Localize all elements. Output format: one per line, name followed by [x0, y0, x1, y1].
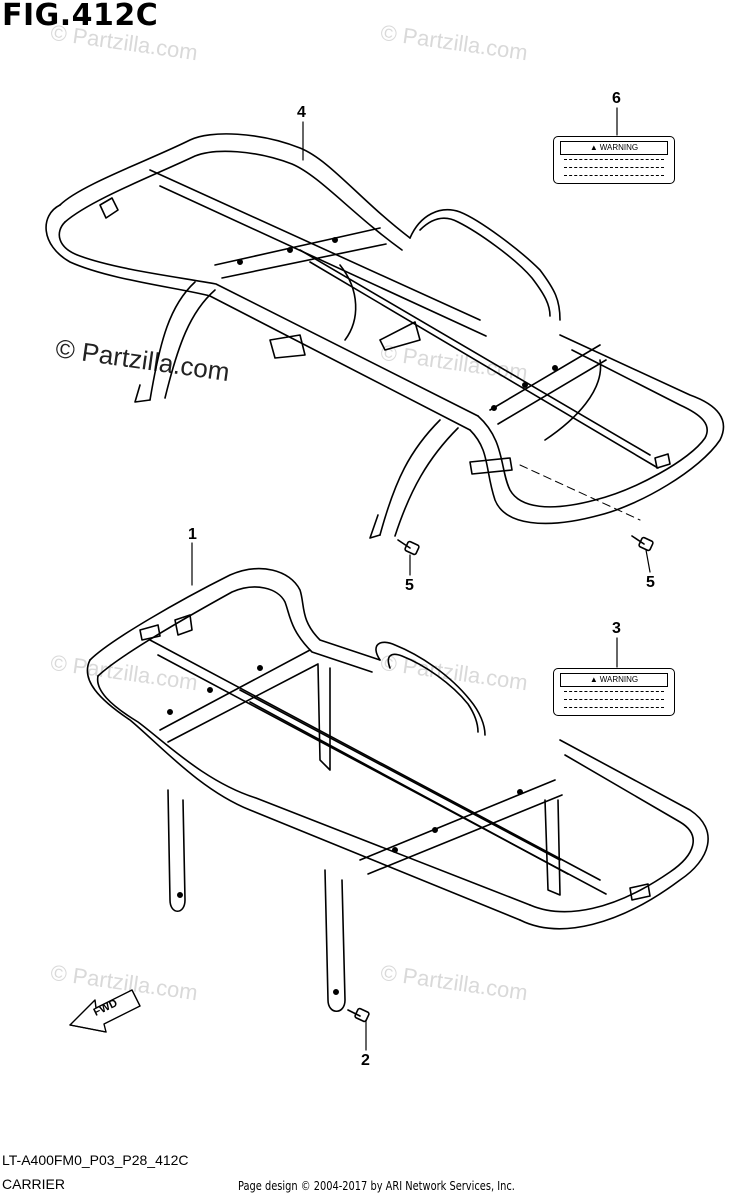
leader-lines	[191, 107, 651, 1051]
callout-3[interactable]: 3	[612, 620, 621, 637]
callout-5-left[interactable]: 5	[405, 577, 414, 594]
fwd-arrow-icon	[69, 989, 141, 1033]
callout-1[interactable]: 1	[188, 526, 197, 543]
carrier-rack-upper	[45, 133, 725, 539]
bolt-2	[347, 1007, 370, 1023]
callout-5-right[interactable]: 5	[646, 574, 655, 591]
warning-label-text: WARNING	[599, 675, 639, 684]
warning-label-6: ▲WARNING	[553, 136, 675, 184]
copyright-notice: Page design © 2004-2017 by ARI Network S…	[238, 1179, 515, 1193]
callout-4[interactable]: 4	[297, 104, 306, 121]
figure-title: FIG.412C	[2, 0, 159, 33]
warning-label-text: WARNING	[599, 143, 639, 152]
callout-2[interactable]: 2	[361, 1052, 370, 1069]
callout-6[interactable]: 6	[612, 90, 621, 107]
warning-triangle-icon: ▲	[589, 675, 598, 684]
carrier-rack-lower	[86, 567, 709, 1013]
part-name: CARRIER	[2, 1176, 66, 1192]
warning-label-3: ▲WARNING	[553, 668, 675, 716]
bolt-5-right	[631, 535, 654, 552]
warning-triangle-icon: ▲	[589, 143, 598, 152]
model-code: LT-A400FM0_P03_P28_412C	[2, 1152, 189, 1168]
bolt-5-left	[397, 539, 420, 556]
